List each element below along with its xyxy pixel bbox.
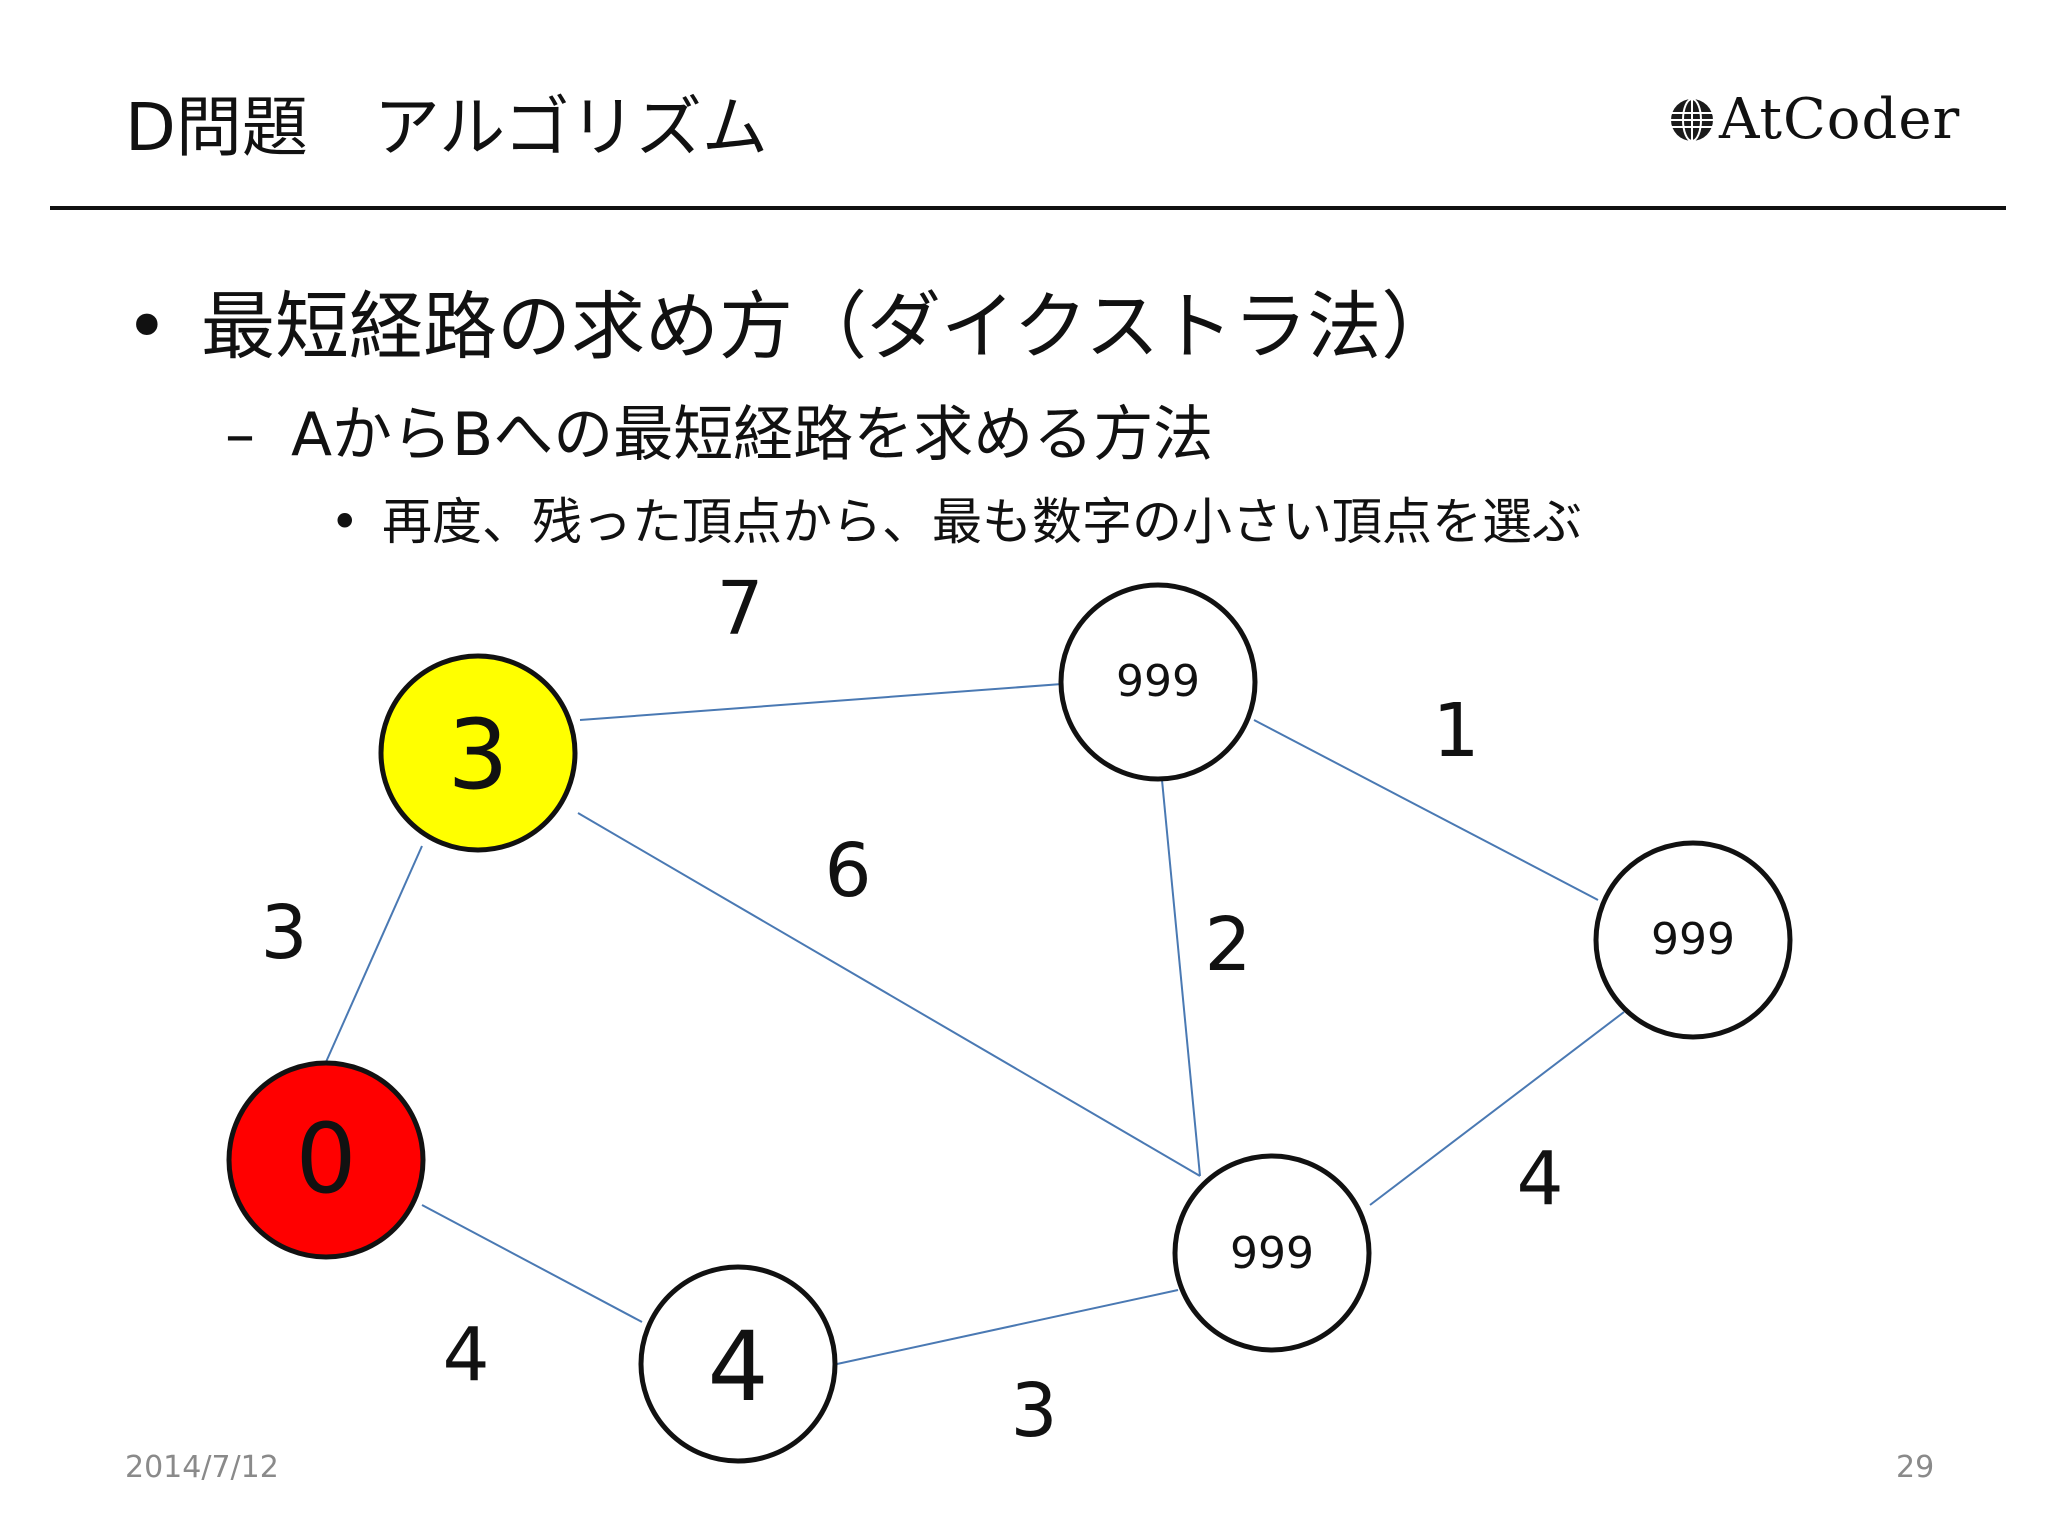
node-circle	[226, 1060, 426, 1260]
bullet-marker-3: •	[330, 493, 360, 551]
edge-weight-999right-999mid: 4	[1516, 1136, 1563, 1222]
edge-4-999mid	[836, 1289, 1179, 1365]
title-divider	[50, 206, 2006, 210]
bullet-level-2: –AからBへの最短経路を求める方法	[225, 405, 1213, 465]
node-999-top: 999	[1058, 582, 1258, 782]
node-label: 999	[1230, 1228, 1314, 1279]
node-999-mid: 999	[1172, 1153, 1372, 1353]
node-3: 3	[378, 653, 578, 853]
node-label: 0	[295, 1103, 356, 1215]
edge-999right-999mid	[1369, 1011, 1625, 1206]
node-circle	[1593, 840, 1793, 1040]
node-0: 0	[226, 1060, 426, 1260]
edge-3-999top	[579, 683, 1063, 721]
edge-weight-999top-999right: 1	[1432, 688, 1479, 774]
edge-weight-0-3: 3	[260, 890, 307, 976]
slide-title: D問題 アルゴリズム	[125, 89, 768, 166]
node-circle	[1172, 1153, 1372, 1353]
bullet-text-2: AからBへの最短経路を求める方法	[291, 400, 1214, 470]
graph-edges	[325, 683, 1625, 1365]
node-999-right: 999	[1593, 840, 1793, 1040]
slide-date: 2014/7/12	[125, 1450, 279, 1485]
edge-weight-999top-999mid: 2	[1204, 902, 1251, 988]
edge-weight-3-999mid: 6	[824, 828, 871, 914]
atcoder-logo: AtCoder	[1668, 92, 1960, 148]
bullet-level-3: •再度、残った頂点から、最も数字の小さい頂点を選ぶ	[330, 497, 1582, 547]
node-label: 999	[1116, 656, 1200, 707]
bullet-marker-2: –	[225, 400, 255, 470]
edge-999top-999right	[1253, 719, 1599, 901]
graph-nodes: 0 3 4 999 999 999	[226, 582, 1793, 1464]
logo-text: AtCoder	[1719, 87, 1961, 152]
edge-weight-4-999mid: 3	[1010, 1368, 1057, 1454]
node-circle	[378, 653, 578, 853]
edge-0-3	[325, 845, 423, 1063]
node-4: 4	[638, 1264, 838, 1464]
edge-weights: 3 7 6 1 2 4 4 3	[260, 566, 1563, 1454]
node-circle	[1058, 582, 1258, 782]
edge-3-999mid	[577, 812, 1201, 1177]
bullet-marker-1: •	[125, 284, 169, 370]
node-label: 4	[707, 1311, 768, 1423]
edge-weight-0-4: 4	[442, 1312, 489, 1398]
bullet-level-1: •最短経路の求め方（ダイクストラ法）	[125, 290, 1455, 364]
node-label: 999	[1651, 914, 1735, 965]
bullet-text-1: 最短経路の求め方（ダイクストラ法）	[201, 284, 1456, 370]
bullet-text-3: 再度、残った頂点から、最も数字の小さい頂点を選ぶ	[382, 493, 1582, 551]
globe-icon	[1671, 98, 1713, 142]
edge-weight-3-999top: 7	[716, 566, 763, 652]
node-circle	[638, 1264, 838, 1464]
edge-999top-999mid	[1161, 779, 1201, 1177]
node-label: 3	[447, 699, 508, 811]
slide-page-number: 29	[1896, 1450, 1935, 1485]
edge-0-4	[421, 1204, 643, 1323]
